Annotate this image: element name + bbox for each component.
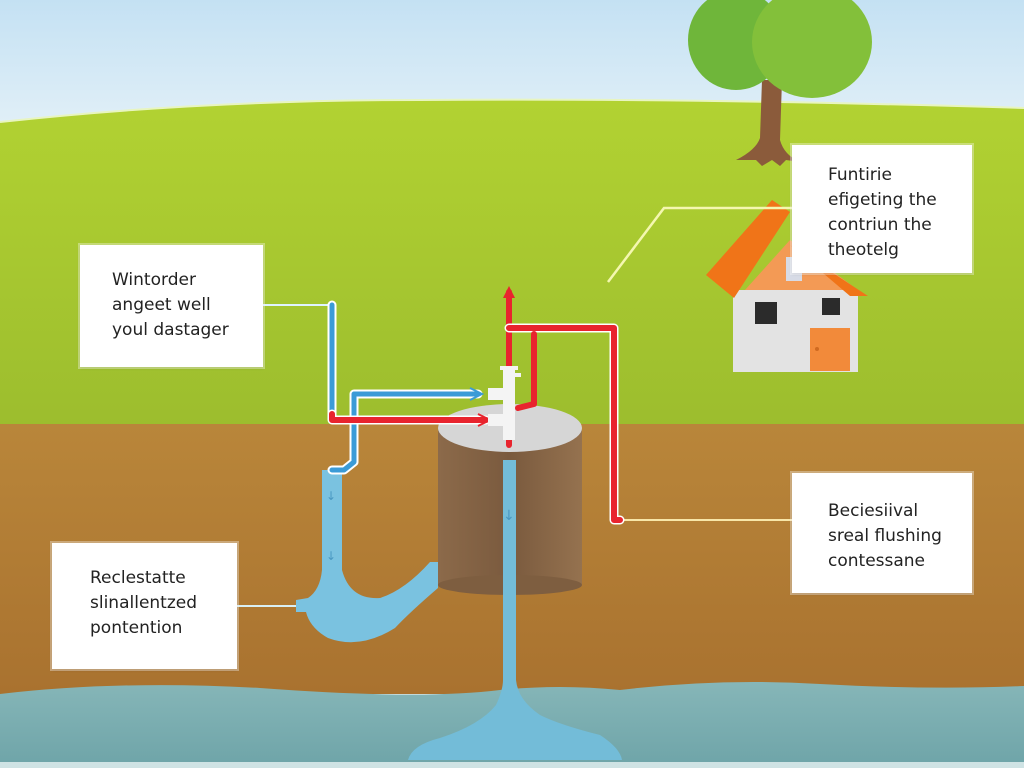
valve-fitting [488,366,521,440]
callout-text: Wintorder [112,270,196,290]
water-discharge-pipe [408,460,622,760]
flow-arrow-down-2: ↓ [326,489,336,503]
callout-text: contriun the [828,215,932,235]
house-window-left [755,302,777,324]
callout-text: contessane [828,551,926,571]
bottom-strip [0,762,1024,768]
callout-text: efigeting the [828,190,937,210]
flow-arrow-down-3: ↓ [326,549,336,563]
tree-trunk [736,80,800,166]
callout-text: pontention [90,618,183,638]
arrow-up-hot [503,286,515,298]
connector-top-right [607,206,792,283]
tree [688,0,872,166]
callout-box-bottom-right: Beciesiival sreal flushing contessane [792,473,972,593]
callout-text: Funtirie [828,165,892,185]
callout-text: Reclestatte [90,568,186,588]
callout-text: youl dastager [112,320,229,340]
horizon-highlight [0,98,1024,123]
tree-leaves-right [752,0,872,98]
door-knob [815,347,819,351]
callout-text: sreal flushing [828,526,942,546]
callout-text: angeet well [112,295,211,315]
arrow-into-valve-blue [469,387,485,401]
callout-text: slinallentzed [90,593,198,613]
house-window-right [822,298,840,315]
callout-text: theotelg [828,240,899,260]
callout-box-bottom-left: Reclestatte slinallentzed pontention [52,543,237,669]
cold-water-pipe [327,300,483,475]
callout-text: Beciesiival [828,501,919,521]
callout-box-top-left: Wintorder angeet well youl dastager [80,245,263,367]
flow-arrow-down: ↓ [503,508,515,524]
u-bend-pipe [296,470,438,643]
callout-box-top-right: Funtirie efigeting the contriun the theo… [792,145,972,273]
house-roof [706,200,790,298]
